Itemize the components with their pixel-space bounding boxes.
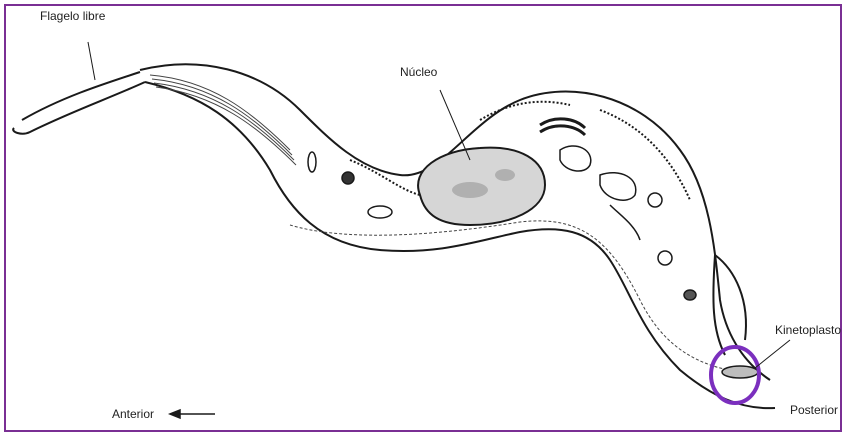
label-anterior: Anterior <box>112 407 154 421</box>
label-flagelo-libre: Flagelo libre <box>40 9 106 23</box>
flagellar-pocket <box>713 255 746 355</box>
cell-body <box>140 64 775 408</box>
anterior-arrow <box>170 410 215 418</box>
nucleus <box>418 148 545 225</box>
free-flagellum <box>13 72 145 134</box>
label-posterior: Posterior <box>790 403 838 417</box>
label-nucleo: Núcleo <box>400 65 438 79</box>
label-kinetoplasto: Kinetoplasto <box>775 323 841 337</box>
kinetoplast <box>722 366 758 378</box>
